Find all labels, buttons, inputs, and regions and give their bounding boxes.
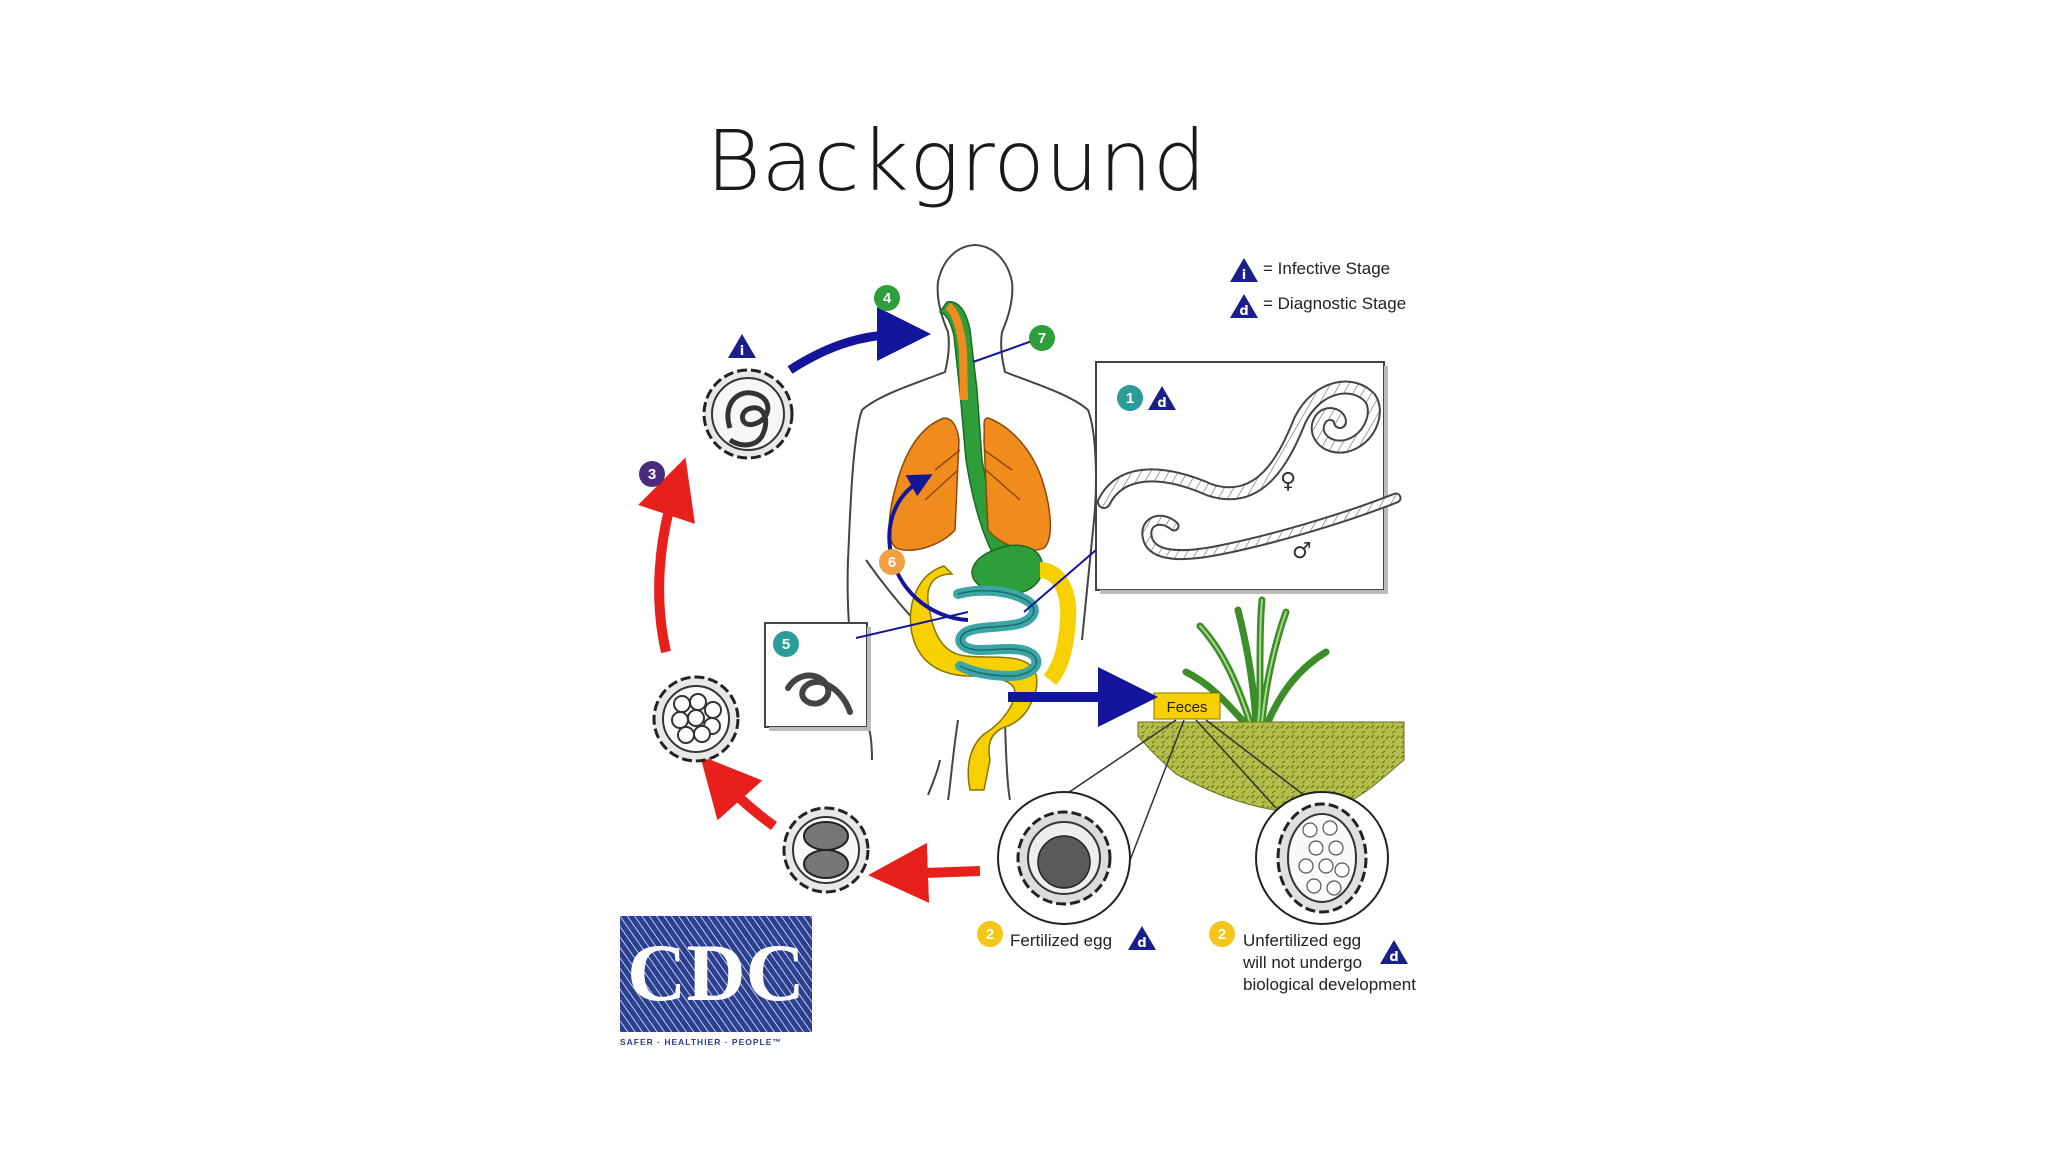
svg-text:Feces: Feces <box>1167 699 1208 716</box>
stage-badge-3: 3 <box>639 461 665 487</box>
legend-infective-icon: i <box>1230 258 1258 283</box>
stage-badge-2-unfertilized: 2 <box>1209 921 1235 947</box>
legend-diagnostic-icon: d <box>1230 294 1258 319</box>
svg-text:i: i <box>1242 268 1246 283</box>
diagnostic-marker-unfertilized: d <box>1380 940 1408 965</box>
infective-marker: i <box>728 334 756 359</box>
diagnostic-marker-1: d <box>1148 386 1176 411</box>
svg-text:d: d <box>1137 936 1146 951</box>
svg-text:SAFER · HEALTHIER · PEOPLE™: SAFER · HEALTHIER · PEOPLE™ <box>620 1037 782 1047</box>
svg-text:2: 2 <box>1218 926 1226 943</box>
ingestion-arrow <box>787 307 931 374</box>
cdc-logo: CDC SAFER · HEALTHIER · PEOPLE™ <box>620 916 812 1047</box>
pointer-line-7 <box>972 339 1036 363</box>
stage-badge-1: 1 <box>1117 385 1143 411</box>
fertilized-egg-label: Fertilized egg <box>1010 931 1112 950</box>
svg-text:i: i <box>740 344 744 359</box>
soil <box>1137 721 1405 813</box>
pointer-line-5 <box>855 611 969 639</box>
embryonated-egg <box>702 368 794 460</box>
stage-badge-7: 7 <box>1029 325 1055 351</box>
legend: i = Infective Stage d = Diagnostic Stage <box>1230 258 1406 319</box>
pointer-line-1 <box>1023 549 1097 613</box>
svg-text:d: d <box>1389 950 1398 965</box>
svg-text:4: 4 <box>883 290 892 307</box>
two-cell-egg <box>782 806 870 894</box>
svg-text:2: 2 <box>986 926 994 943</box>
svg-text:3: 3 <box>648 466 656 483</box>
svg-text:1: 1 <box>1126 390 1134 407</box>
egg-pointer-lines <box>1009 719 1353 877</box>
stage-badge-5: 5 <box>773 631 799 657</box>
diagnostic-marker-fertilized: d <box>1128 926 1156 951</box>
fertilized-egg <box>997 791 1131 925</box>
left-lung <box>888 417 960 552</box>
cycle-arrow-to-morula <box>700 755 777 831</box>
svg-text:d: d <box>1157 396 1166 411</box>
svg-text:5: 5 <box>782 636 790 653</box>
female-symbol: ♀ <box>1280 469 1296 494</box>
svg-text:6: 6 <box>888 554 896 571</box>
windpipe <box>945 302 968 401</box>
cycle-arrow-to-embryo <box>638 457 695 654</box>
unfertilized-egg-label-line3: biological development <box>1243 975 1416 994</box>
cycle-arrow-to-2cell <box>868 842 981 903</box>
svg-text:CDC: CDC <box>627 927 805 1018</box>
human-body-outline <box>846 244 1097 801</box>
unfertilized-egg <box>1255 791 1389 925</box>
feces-label-box: Feces <box>1153 692 1221 720</box>
larva <box>785 672 853 715</box>
legend-infective-label: = Infective Stage <box>1263 259 1390 278</box>
unfertilized-egg-label-line2: will not undergo <box>1242 953 1362 972</box>
right-lung <box>983 417 1052 552</box>
legend-diagnostic-label: = Diagnostic Stage <box>1263 294 1406 313</box>
migration-arrow <box>887 474 969 622</box>
stage-badge-4: 4 <box>874 285 900 311</box>
large-intestine-right <box>1039 562 1077 686</box>
soil-and-grass <box>1137 596 1405 813</box>
respiratory-and-digestive-organs <box>888 301 1077 791</box>
svg-text:d: d <box>1239 304 1248 319</box>
morula-egg <box>652 675 740 763</box>
adult-worms-box: ♀ ♂ <box>1095 361 1402 594</box>
stage-badge-6: 6 <box>879 549 905 575</box>
svg-text:7: 7 <box>1038 330 1046 347</box>
stage-badge-2-fertilized: 2 <box>977 921 1003 947</box>
male-symbol: ♂ <box>1292 539 1312 564</box>
unfertilized-egg-label-line1: Unfertilized egg <box>1243 931 1361 950</box>
slide-title: Background <box>706 112 1207 210</box>
